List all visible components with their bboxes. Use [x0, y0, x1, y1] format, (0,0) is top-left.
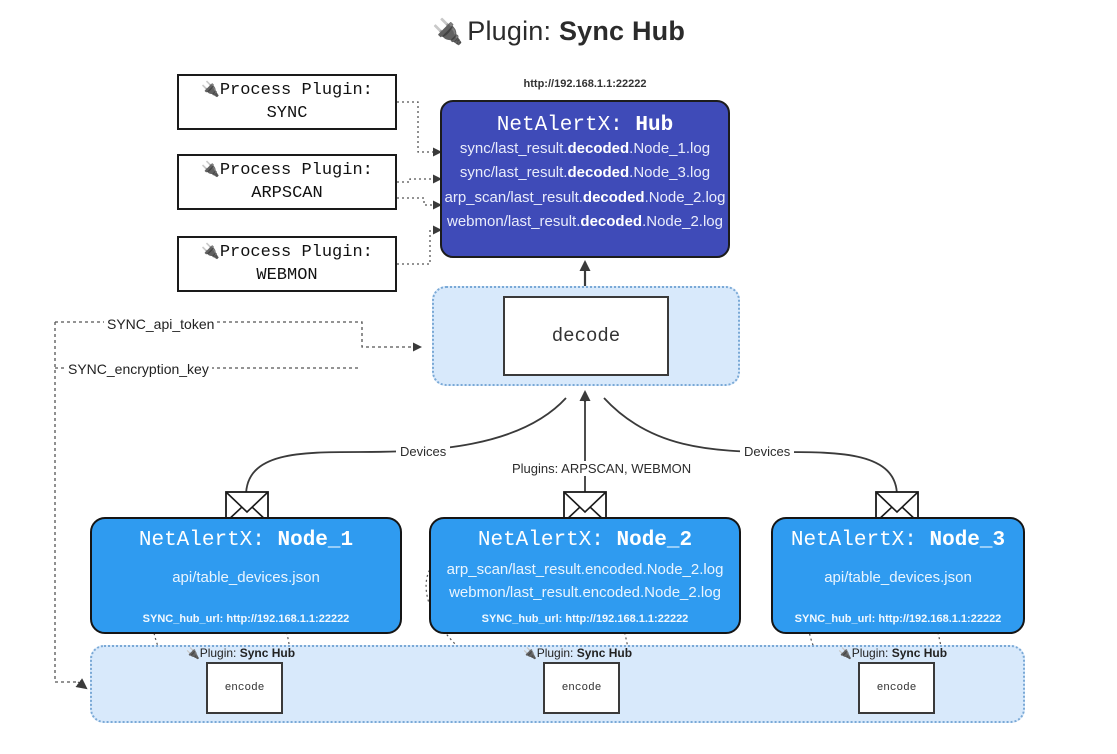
encode-plugin-label-2: 🔌Plugin: Sync Hub — [523, 646, 633, 660]
node-footer: SYNC_hub_url: http://192.168.1.1:22222 — [481, 613, 689, 625]
page-title-name: Sync Hub — [558, 16, 686, 46]
node-name: Node_3 — [929, 529, 1006, 552]
node-title: NetAlertX: Node_1 — [139, 529, 353, 552]
hub-log-line: sync/last_result.decoded.Node_3.log — [459, 164, 711, 182]
node-title: NetAlertX: Node_2 — [478, 529, 692, 552]
process-plugin-label: Process Plugin: — [219, 242, 373, 262]
process-plugin-webmon[interactable]: 🔌Process Plugin: WEBMON — [177, 236, 397, 292]
process-plugin-sync[interactable]: 🔌Process Plugin: SYNC — [177, 74, 397, 130]
node-app: NetAlertX: — [477, 529, 604, 552]
node-log-line: arp_scan/last_result.encoded.Node_2.log — [446, 561, 724, 578]
process-plugin-name: WEBMON — [256, 265, 318, 285]
plug-icon: 🔌 — [186, 648, 200, 660]
encode-plugin-label-3: 🔌Plugin: Sync Hub — [838, 646, 948, 660]
node-box-node-3[interactable]: NetAlertX: Node_3 api/table_devices.json… — [771, 517, 1025, 634]
page-title-prefix: Plugin: — [467, 16, 552, 46]
edge-label-center-plugins: Plugins: ARPSCAN, WEBMON — [508, 461, 696, 476]
node-title: NetAlertX: Node_3 — [791, 529, 1005, 552]
process-plugin-label: Process Plugin: — [219, 80, 373, 100]
token-into-encode-arrow — [75, 678, 88, 690]
hub-app: NetAlertX: — [496, 114, 623, 137]
node-box-node-2[interactable]: NetAlertX: Node_2 arp_scan/last_result.e… — [429, 517, 741, 634]
encode-label: encode — [224, 682, 265, 694]
plug-icon: 🔌 — [201, 241, 220, 260]
process-plugin-name: ARPSCAN — [251, 183, 323, 203]
process-plugin-label: Process Plugin: — [219, 160, 373, 180]
process-plugin-arpscan[interactable]: 🔌Process Plugin: ARPSCAN — [177, 154, 397, 210]
encode-label: encode — [561, 682, 602, 694]
node-to-decode-edges — [245, 397, 898, 497]
hub-log-line: webmon/last_result.decoded.Node_2.log — [447, 212, 723, 230]
hub-url-label: http://192.168.1.1:22222 — [523, 78, 647, 90]
encode-label: encode — [876, 682, 917, 694]
decode-label: decode — [551, 325, 621, 347]
encode-box-node-2[interactable]: encode — [543, 662, 620, 714]
node-name: Node_1 — [277, 529, 354, 552]
node-footer: SYNC_hub_url: http://192.168.1.1:22222 — [142, 613, 350, 625]
hub-log-line: arp_scan/last_result.decoded.Node_2.log — [444, 188, 726, 206]
token-label-encryption: SYNC_encryption_key — [65, 361, 212, 377]
node-app: NetAlertX: — [138, 529, 265, 552]
plug-icon: 🔌 — [838, 648, 852, 660]
node-log-line: api/table_devices.json — [824, 569, 972, 586]
page-title: 🔌Plugin: Sync Hub — [0, 16, 1117, 47]
decode-box[interactable]: decode — [503, 296, 669, 376]
encode-box-node-3[interactable]: encode — [858, 662, 935, 714]
edge-label-right-devices: Devices — [740, 444, 795, 459]
token-label-api: SYNC_api_token — [104, 316, 218, 332]
plug-icon: 🔌 — [431, 18, 464, 46]
node-app: NetAlertX: — [790, 529, 917, 552]
process-plugin-name: SYNC — [266, 103, 308, 123]
node-name: Node_2 — [616, 529, 693, 552]
plug-icon: 🔌 — [201, 79, 220, 98]
encode-box-node-1[interactable]: encode — [206, 662, 283, 714]
node-log-line: webmon/last_result.encoded.Node_2.log — [449, 584, 721, 602]
hub-log-line: sync/last_result.decoded.Node_1.log — [459, 140, 711, 157]
plug-icon: 🔌 — [201, 159, 220, 178]
hub-box[interactable]: NetAlertX: Hub sync/last_result.decoded.… — [440, 100, 730, 258]
node-log-line: api/table_devices.json — [172, 569, 320, 586]
node-footer: SYNC_hub_url: http://192.168.1.1:22222 — [794, 613, 1002, 625]
hub-name: Hub — [635, 114, 674, 137]
encode-plugin-label-1: 🔌Plugin: Sync Hub — [186, 646, 296, 660]
hub-title: NetAlertX: Hub — [497, 114, 673, 137]
edge-label-left-devices: Devices — [396, 444, 451, 459]
plug-icon: 🔌 — [523, 648, 537, 660]
plugin-to-hub-wires — [397, 101, 442, 265]
node-box-node-1[interactable]: NetAlertX: Node_1 api/table_devices.json… — [90, 517, 402, 634]
